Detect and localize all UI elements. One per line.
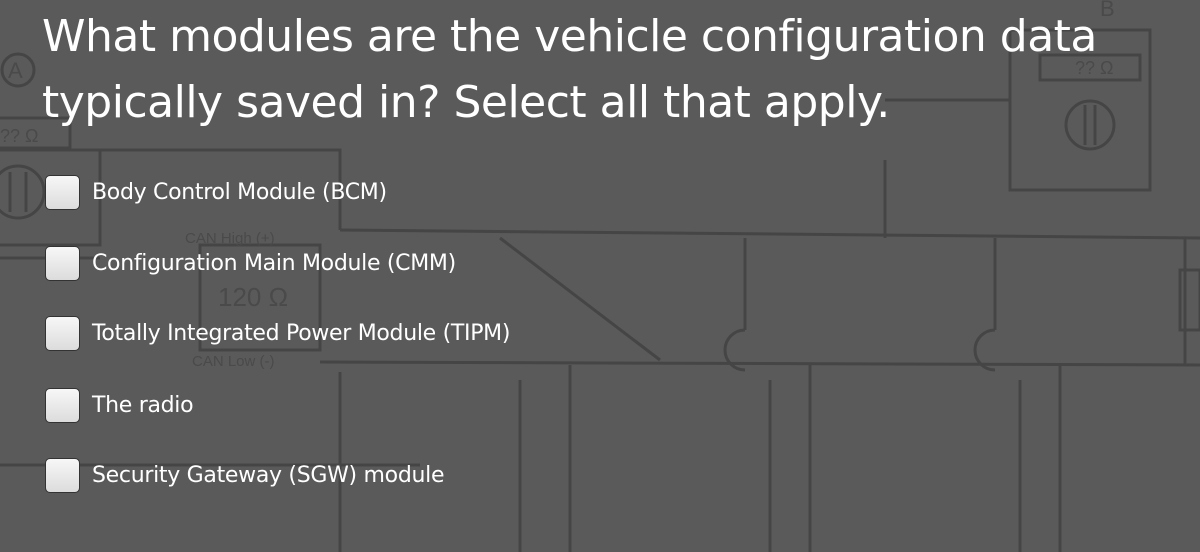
- checkbox[interactable]: [45, 175, 80, 210]
- option-sgw[interactable]: Security Gateway (SGW) module: [45, 458, 444, 493]
- question-text: What modules are the vehicle configurati…: [42, 11, 1097, 128]
- option-bcm[interactable]: Body Control Module (BCM): [45, 175, 387, 210]
- option-radio[interactable]: The radio: [45, 388, 194, 423]
- option-tipm[interactable]: Totally Integrated Power Module (TIPM): [45, 316, 510, 351]
- meter-reading-right: ?? Ω: [1075, 58, 1113, 78]
- option-label: Configuration Main Module (CMM): [92, 251, 456, 276]
- can-high-label: CAN High (+): [185, 230, 275, 247]
- checkbox[interactable]: [45, 388, 80, 423]
- option-cmm[interactable]: Configuration Main Module (CMM): [45, 246, 456, 281]
- checkbox[interactable]: [45, 458, 80, 493]
- meter-b-label: B: [1100, 0, 1115, 21]
- option-label: Body Control Module (BCM): [92, 180, 387, 205]
- can-low-label: CAN Low (-): [192, 353, 275, 370]
- option-label: Security Gateway (SGW) module: [92, 463, 445, 488]
- option-label: Totally Integrated Power Module (TIPM): [92, 321, 511, 346]
- option-label: The radio: [92, 393, 194, 418]
- checkbox[interactable]: [45, 246, 80, 281]
- checkbox[interactable]: [45, 316, 80, 351]
- resistor-label: 120 Ω: [218, 282, 288, 312]
- meter-reading-left: ?? Ω: [0, 126, 38, 146]
- meter-a-label: A: [8, 58, 23, 83]
